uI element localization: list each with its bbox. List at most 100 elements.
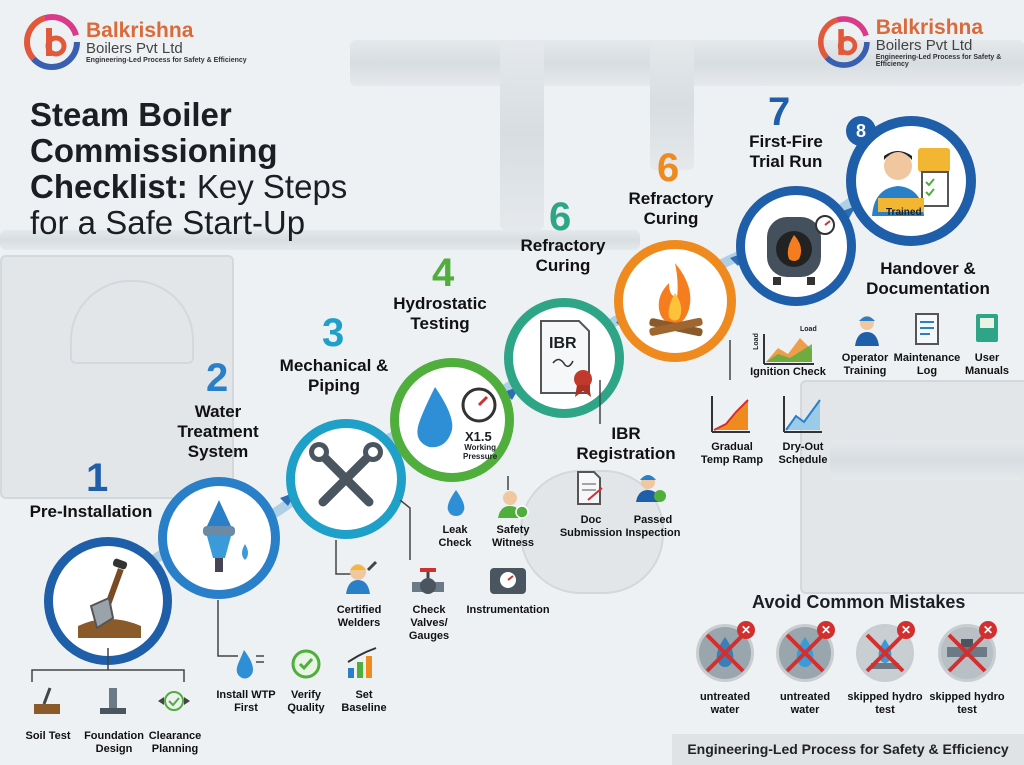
brand-sub: Boilers Pvt Ltd bbox=[86, 40, 183, 57]
brand-mark-icon bbox=[24, 14, 80, 70]
welder-icon bbox=[346, 560, 378, 594]
step-3-item-1: Check Valves/ Gauges bbox=[408, 604, 450, 642]
dry-out-chart-icon bbox=[783, 396, 822, 433]
step-8-circle: Trained 8 bbox=[846, 116, 976, 246]
step-2-connector bbox=[217, 600, 238, 657]
operator-icon bbox=[855, 316, 879, 346]
step-2-item-1: Verify Quality bbox=[287, 689, 325, 714]
mistake-item-3: ✕ bbox=[938, 621, 997, 682]
fire-icon bbox=[649, 263, 703, 337]
ibr-item-1: Passed Inspection bbox=[625, 514, 681, 539]
step-4-item-1: Safety Witness bbox=[491, 524, 535, 549]
step-2-item-0: Install WTP First bbox=[216, 689, 276, 714]
step-3-connector bbox=[335, 500, 411, 575]
brand-sub: Boilers Pvt Ltd bbox=[875, 36, 973, 54]
step-4-circle: X1.5 Working Pressure bbox=[390, 358, 514, 482]
step-4-item-0: Leak Check bbox=[438, 524, 472, 549]
step-4-label: Hydrostatic Testing bbox=[393, 294, 487, 333]
close-icon: ✕ bbox=[897, 621, 915, 639]
brand-tagline: Engineering-Led Process for Safety & Eff… bbox=[86, 57, 247, 64]
trained-operator-icon bbox=[872, 148, 950, 216]
water-drop-gauge-icon bbox=[417, 387, 497, 448]
step-4-connector bbox=[507, 476, 509, 490]
brand-tagline: Engineering-Led Process for Safety & Eff… bbox=[875, 53, 1002, 68]
step-3-circle bbox=[286, 419, 406, 539]
ibr-doc-text: IBR bbox=[549, 335, 577, 352]
ibr-connector bbox=[599, 380, 601, 424]
step-6-item-0: Gradual Temp Ramp bbox=[700, 441, 764, 466]
shovel-icon bbox=[78, 558, 141, 638]
mistake-label-1: untreated water bbox=[779, 691, 831, 716]
footer-tagline: Engineering-Led Process for Safety & Eff… bbox=[672, 734, 1024, 765]
page-title: Steam Boiler Commissioning Checklist: Ke… bbox=[30, 96, 348, 241]
wrench-icon bbox=[309, 442, 383, 507]
step-7-label: First-Fire Trial Run bbox=[749, 132, 823, 171]
step-2-number: 2 bbox=[206, 356, 229, 400]
ignition-x-axis: Load bbox=[800, 326, 817, 333]
mistakes-heading: Avoid Common Mistakes bbox=[752, 592, 966, 612]
step-8-item-1: Maintenance Log bbox=[893, 352, 961, 377]
mistake-label-2: skipped hydro test bbox=[847, 691, 923, 716]
mistake-item-1: ✕ bbox=[776, 621, 835, 682]
brand-logo-right: Balkrishna Boilers Pvt Ltd Engineering-L… bbox=[818, 14, 1024, 70]
step-2-circle bbox=[158, 477, 280, 599]
close-icon: ✕ bbox=[817, 621, 835, 639]
water-drop-icon bbox=[236, 650, 264, 679]
mistake-label-0: untreated water bbox=[699, 691, 751, 716]
step-5-circle: IBR bbox=[504, 298, 624, 418]
step-6-connector bbox=[729, 340, 731, 380]
hydro-multiplier: X1.5 bbox=[465, 429, 492, 444]
ibr-registration-label: IBR Registration bbox=[576, 424, 676, 463]
clearance-icon bbox=[158, 691, 190, 711]
step-1-circle bbox=[44, 537, 172, 665]
maintenance-log-icon bbox=[915, 313, 939, 345]
temp-ramp-chart-icon bbox=[711, 396, 750, 433]
step-6-item-1: Dry-Out Schedule bbox=[778, 441, 828, 466]
trained-badge: Trained bbox=[886, 207, 922, 218]
step-8-item-2: User Manuals bbox=[964, 352, 1009, 377]
step-7-item-0: Ignition Check bbox=[750, 366, 826, 378]
step-6-number: 6 bbox=[657, 146, 680, 190]
hydro-caption-2: Pressure bbox=[463, 452, 498, 461]
crossed-water-icon bbox=[785, 633, 825, 673]
step-3-label: Mechanical & Piping bbox=[279, 356, 389, 395]
crossed-water-icon bbox=[705, 633, 745, 673]
foundation-icon bbox=[100, 688, 126, 714]
step-2-label: Water Treatment System bbox=[177, 402, 259, 461]
leak-drop-icon bbox=[447, 490, 465, 516]
user-manual-icon bbox=[976, 314, 998, 342]
ignition-y-axis: Load bbox=[752, 333, 760, 350]
step-4-number: 4 bbox=[432, 251, 455, 295]
brand-logo-left: Balkrishna Boilers Pvt Ltd Engineering-L… bbox=[24, 14, 247, 70]
safety-witness-icon bbox=[498, 491, 529, 519]
valve-icon bbox=[412, 568, 444, 594]
inspector-icon bbox=[636, 475, 666, 502]
step-1-connector bbox=[31, 648, 185, 682]
close-icon: ✕ bbox=[979, 621, 997, 639]
step-1-number: 1 bbox=[86, 456, 109, 500]
step-1-item-2: Clearance Planning bbox=[148, 730, 202, 755]
step-3-item-0: Certified Welders bbox=[336, 604, 382, 629]
water-filter-icon bbox=[203, 500, 248, 572]
step-8-item-0: Operator Training bbox=[841, 352, 889, 377]
step-6-circle bbox=[614, 240, 736, 362]
step-3-number: 3 bbox=[322, 311, 345, 355]
doc-submission-icon bbox=[577, 471, 603, 505]
brand-name: Balkrishna bbox=[875, 15, 984, 39]
step-1-item-1: Foundation Design bbox=[84, 730, 144, 755]
step-3-item-2: Instrumentation bbox=[466, 604, 550, 616]
brand-name: Balkrishna bbox=[86, 19, 194, 42]
bar-chart-icon bbox=[347, 647, 377, 678]
verify-check-icon bbox=[291, 649, 321, 679]
mistake-item-2: ✕ bbox=[856, 621, 915, 682]
step-8-number: 8 bbox=[846, 116, 876, 146]
step-7-circle bbox=[736, 186, 856, 306]
mistake-item-0: ✕ bbox=[696, 621, 755, 682]
certificate-icon bbox=[540, 320, 592, 397]
boiler-furnace-icon bbox=[767, 215, 835, 285]
step-5-number: 6 bbox=[549, 195, 572, 239]
instrumentation-panel-icon bbox=[490, 568, 526, 594]
step-5-label: Refractory Curing bbox=[520, 236, 606, 275]
mistake-label-3: skipped hydro test bbox=[929, 691, 1005, 716]
